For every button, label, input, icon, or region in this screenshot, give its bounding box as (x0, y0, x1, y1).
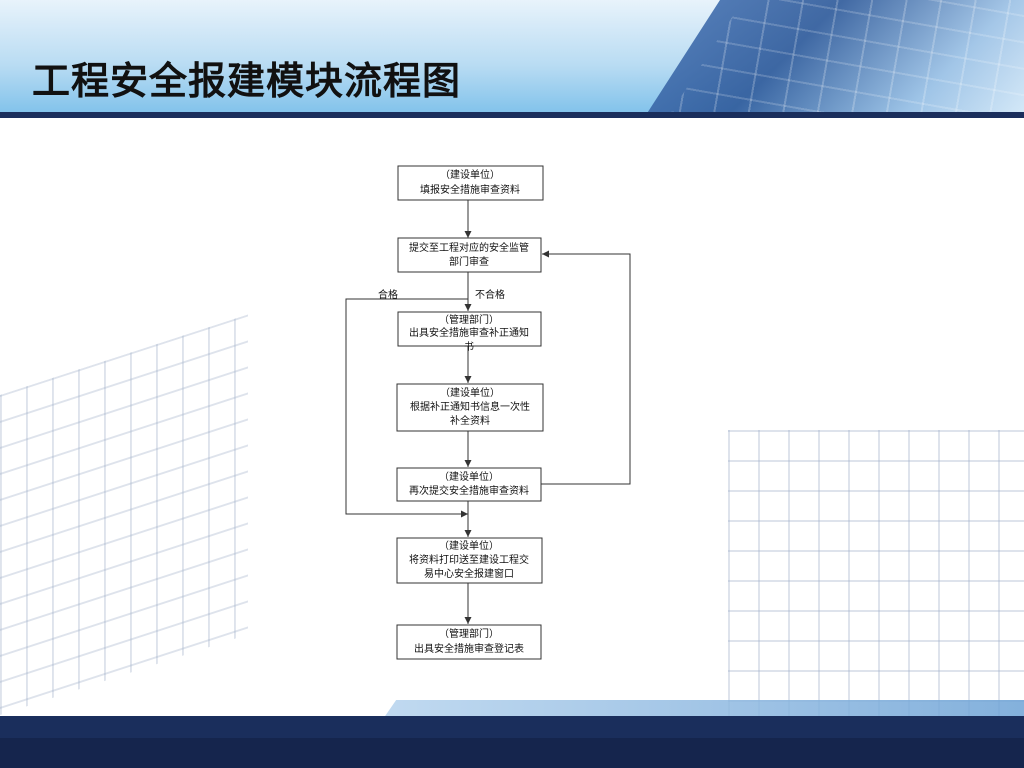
node-text: 出具安全措施审查登记表 (414, 642, 524, 655)
flow-node-n2: 提交至工程对应的安全监管 部门审查 (397, 237, 542, 273)
slide-title: 工程安全报建模块流程图 (32, 59, 462, 103)
node-text: 出具安全措施审查补正通知 (409, 326, 529, 339)
node-text: 部门审查 (449, 255, 489, 268)
node-text: 再次提交安全措施审查资料 (409, 484, 529, 497)
footer-bottom (0, 738, 1024, 768)
node-text: （建设单位） (440, 168, 500, 181)
node-text: （管理部门） (439, 313, 499, 326)
flow-node-n3: （管理部门） 出具安全措施审查补正通知 书 (397, 311, 542, 353)
edge-label-pass: 合格 (378, 288, 398, 301)
header-divider (0, 112, 1024, 118)
node-text: （建设单位） (439, 539, 499, 552)
node-text: 易中心安全报建窗口 (424, 567, 514, 580)
edge-label-fail: 不合格 (475, 288, 505, 301)
edge-pass-loop (345, 298, 468, 518)
flow-node-n6: （建设单位） 将资料打印送至建设工程交 易中心安全报建窗口 (396, 537, 543, 584)
node-text: 根据补正通知书信息一次性 (410, 400, 530, 413)
node-text: （建设单位） (439, 470, 499, 483)
flow-node-n4: （建设单位） 根据补正通知书信息一次性 补全资料 (396, 383, 544, 432)
node-text: 书 (464, 341, 474, 353)
edge-resubmit-loop (541, 250, 631, 485)
node-text: 填报安全措施审查资料 (420, 183, 520, 196)
flow-node-n7: （管理部门） 出具安全措施审查登记表 (396, 624, 542, 660)
flow-node-n5: （建设单位） 再次提交安全措施审查资料 (396, 467, 542, 502)
flow-node-n1: （建设单位） 填报安全措施审查资料 (397, 165, 544, 201)
node-text: （建设单位） (440, 386, 500, 399)
node-text: 补全资料 (450, 414, 490, 427)
background-grid-right (728, 430, 1024, 720)
node-text: 将资料打印送至建设工程交 (409, 553, 529, 566)
node-text: 提交至工程对应的安全监管 (409, 241, 529, 254)
node-text: （管理部门） (439, 627, 499, 640)
